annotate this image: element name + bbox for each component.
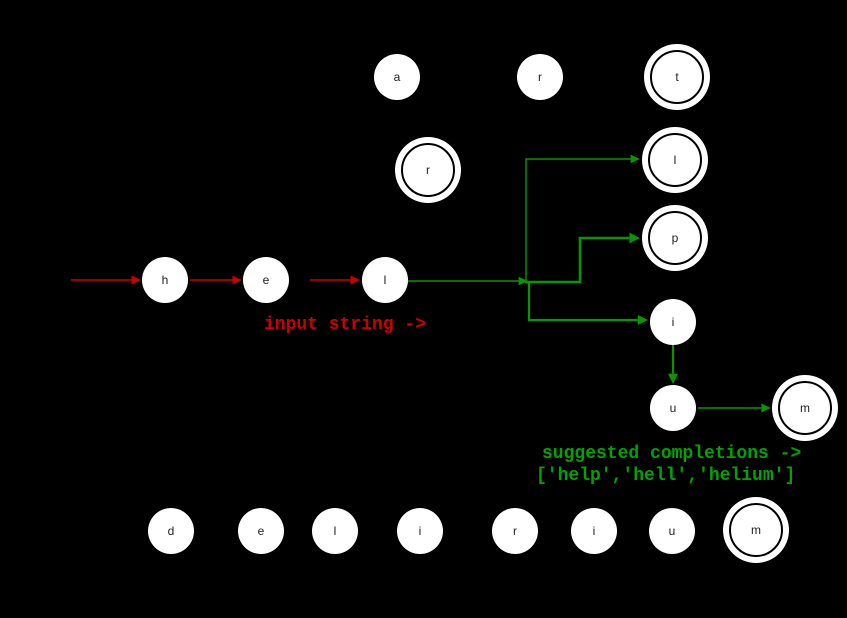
node-i3: [571, 508, 617, 554]
node-m1: [778, 381, 832, 435]
node-m2-label: m: [751, 523, 761, 537]
node-d: [148, 508, 194, 554]
node-i1-label: i: [672, 315, 675, 329]
node-l3-label: l: [334, 524, 337, 538]
node-a: [374, 54, 420, 100]
node-d-label: d: [168, 524, 175, 538]
suggested-completions-label: suggested completions ->: [542, 444, 802, 464]
node-t: [650, 50, 704, 104]
node-u1: [650, 385, 696, 431]
node-e1-label: e: [263, 273, 270, 287]
edge-u-to-m-arrowhead-icon: [761, 403, 771, 413]
node-r1-label: r: [538, 70, 542, 84]
node-e2-label: e: [258, 524, 265, 538]
edge-junction-to-i: [527, 282, 638, 322]
edge-e-to-l-arrowhead-icon: [350, 275, 360, 285]
node-m2: [729, 503, 783, 557]
edge-i-to-u-arrowhead-icon: [668, 373, 678, 384]
node-i2-label: i: [419, 524, 422, 538]
node-h: [142, 257, 188, 303]
edge-junction-to-l2: [525, 158, 631, 281]
node-l1-label: l: [384, 273, 387, 287]
node-r2: [401, 143, 455, 197]
edge-junction-to-p-arrowhead-icon: [629, 232, 640, 244]
node-p-label: p: [672, 231, 679, 245]
edge-junction-to-p: [525, 236, 630, 284]
edge-l-to-junction-arrowhead-icon: [518, 276, 528, 286]
node-r2-label: r: [426, 163, 430, 177]
completions-list-label: ['help','hell','helium']: [536, 466, 796, 486]
node-u1-label: u: [670, 401, 677, 415]
edge-h-to-e-arrowhead-icon: [232, 275, 242, 285]
node-l1: [362, 257, 408, 303]
node-l2: [648, 133, 702, 187]
node-t-label: t: [675, 70, 679, 84]
node-u2: [649, 508, 695, 554]
node-h-label: h: [162, 273, 169, 287]
edge-start-to-h-arrowhead-icon: [131, 275, 141, 285]
node-m1-label: m: [800, 401, 810, 415]
node-l3: [312, 508, 358, 554]
node-i2: [397, 508, 443, 554]
node-i1: [650, 299, 696, 345]
node-r3-label: r: [513, 524, 517, 538]
node-e2: [238, 508, 284, 554]
node-p: [648, 211, 702, 265]
node-l2-label: l: [674, 153, 677, 167]
input-string-label: input string ->: [264, 315, 427, 335]
node-r1: [517, 54, 563, 100]
node-e1: [243, 257, 289, 303]
node-r3: [492, 508, 538, 554]
edge-junction-to-i-arrowhead-icon: [637, 315, 648, 325]
node-a-label: a: [394, 70, 401, 84]
node-u2-label: u: [669, 524, 676, 538]
node-i3-label: i: [593, 524, 596, 538]
edge-junction-to-l2-arrowhead-icon: [630, 154, 640, 164]
